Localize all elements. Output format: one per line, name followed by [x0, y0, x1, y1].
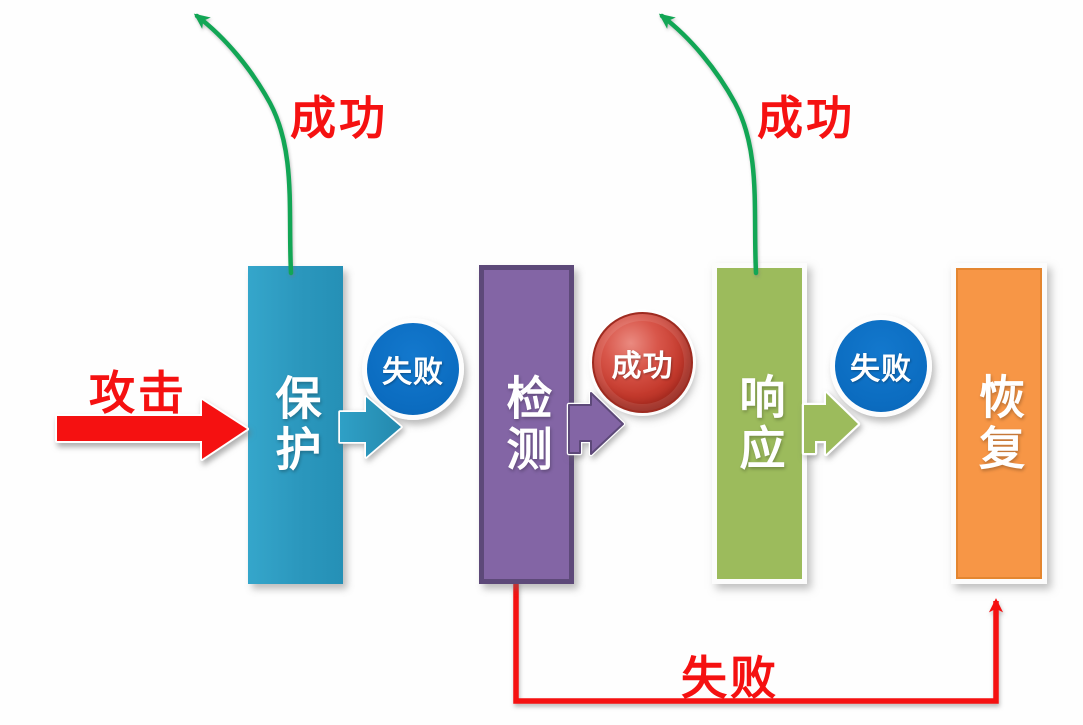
node-respond-label: 响应 [733, 372, 786, 475]
outcome-fail-after-respond: 失败 [830, 315, 932, 417]
attack-label: 攻击 [89, 367, 187, 419]
success-label-right: 成功 [757, 92, 855, 144]
success-label-left: 成功 [290, 92, 388, 144]
node-protect-label: 保护 [269, 374, 322, 476]
node-recover: 恢复 [951, 263, 1047, 584]
outcome-fail-after-protect-label: 失败 [382, 356, 444, 389]
outcome-fail-after-protect: 失败 [362, 318, 464, 420]
node-protect: 保护 [248, 266, 343, 584]
outcome-success-after-detect-label: 成功 [611, 349, 674, 383]
protect-success-curve [193, 13, 294, 276]
fail-label-bottom: 失败 [681, 652, 779, 704]
node-respond: 响应 [712, 263, 807, 584]
node-detect: 检测 [479, 265, 574, 584]
respond-success-curve [658, 13, 759, 276]
outcome-fail-after-respond-label: 失败 [850, 353, 912, 386]
node-detect-label: 检测 [500, 373, 553, 476]
outcome-success-after-detect: 成功 [592, 312, 693, 413]
node-recover-label: 恢复 [973, 372, 1025, 475]
